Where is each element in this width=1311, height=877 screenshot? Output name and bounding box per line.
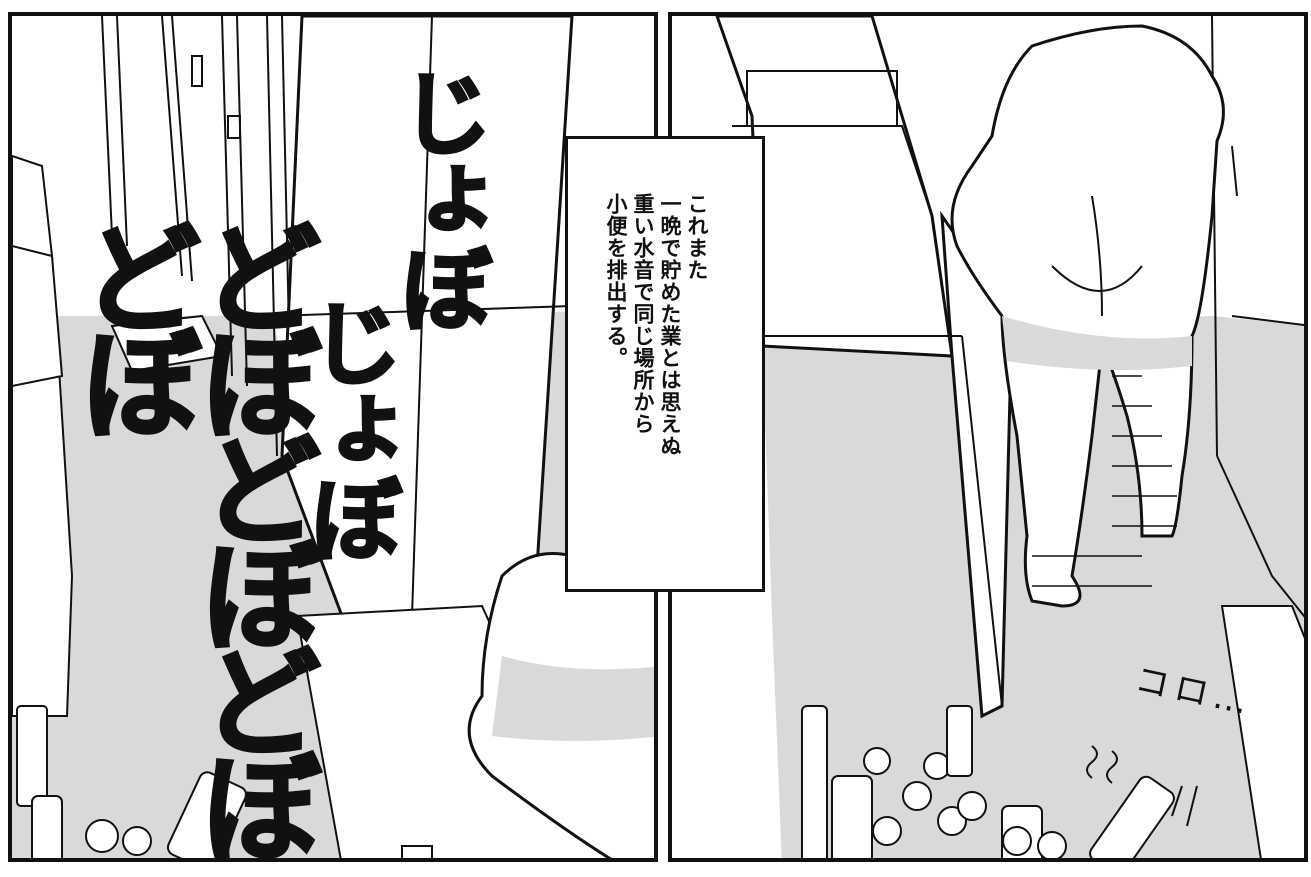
narration-caption-box: これまた 一晩で貯めた業とは思えぬ 重い水音で同じ場所から 小便を排出する。 (565, 136, 765, 592)
narration-line: これまた (685, 193, 709, 281)
narration-line: 重い水音で同じ場所から (631, 193, 655, 435)
narration-line: 小便を排出する。 (604, 193, 628, 369)
sfx-jobo-middle: じょぼ (294, 295, 404, 562)
right-panel (668, 12, 1308, 862)
sfx-jobo-top: じょぼ (384, 65, 494, 332)
right-panel-art (715, 16, 1304, 858)
left-panel: じょぼ じょぼ どぼどぼどぼどぼ (8, 12, 658, 862)
narration-line: 一晩で貯めた業とは思えぬ (658, 193, 682, 457)
narration-text: これまた 一晩で貯めた業とは思えぬ 重い水音で同じ場所から 小便を排出する。 (602, 193, 710, 457)
sfx-dobo-large: どぼどぼどぼどぼ (60, 215, 322, 854)
